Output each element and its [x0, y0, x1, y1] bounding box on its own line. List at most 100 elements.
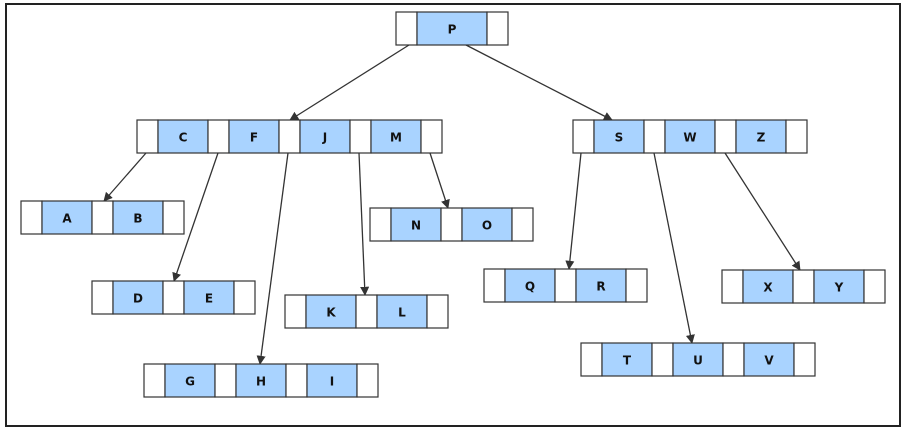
key-cell [416, 11, 488, 46]
pointer-cell [162, 200, 185, 235]
key-cell [112, 280, 164, 315]
key-cell [376, 294, 428, 329]
key-label: D [133, 292, 143, 306]
key-cell [235, 363, 287, 398]
pointer-cell [278, 119, 301, 154]
edge-swz-to-tuv [653, 152, 695, 344]
pointer-cell [511, 207, 534, 242]
pointer-cell [285, 363, 308, 398]
key-cell [305, 294, 357, 329]
pointer-cell [440, 207, 463, 242]
pointer-cell [572, 119, 595, 154]
pointer-cell [355, 294, 378, 329]
pointer-cell [136, 119, 159, 154]
key-label: R [596, 280, 605, 294]
pointer-cell [625, 268, 648, 303]
edge-cfjm-to-ghi [256, 152, 289, 365]
pointer-cell [426, 294, 449, 329]
key-label: F [250, 131, 258, 145]
key-label: U [693, 354, 703, 368]
key-cell [735, 119, 787, 154]
key-label: M [390, 131, 402, 145]
edge-root-to-cfjm [289, 44, 410, 121]
key-label: X [763, 281, 773, 295]
pointer-cell [214, 363, 237, 398]
pointer-cell [349, 119, 372, 154]
key-cell [41, 200, 93, 235]
key-cell [390, 207, 442, 242]
key-label: Q [525, 280, 535, 294]
pointer-cell [651, 342, 674, 377]
pointer-cell [486, 11, 509, 46]
edges-layer [103, 44, 801, 365]
key-cell [306, 363, 358, 398]
key-label: Y [834, 281, 844, 295]
pointer-cell [143, 363, 166, 398]
pointer-cell [20, 200, 43, 235]
key-cell [601, 342, 653, 377]
key-label: A [62, 212, 72, 226]
pointer-cell [792, 269, 815, 304]
key-label: E [205, 292, 213, 306]
key-cell [593, 119, 645, 154]
pointer-cell [395, 11, 418, 46]
edge-root-to-swz [465, 44, 613, 121]
key-label: S [615, 131, 624, 145]
key-label: C [179, 131, 188, 145]
edge-cfjm-to-no [429, 152, 450, 209]
key-label: H [256, 375, 266, 389]
key-label: L [398, 306, 406, 320]
pointer-cell [91, 280, 114, 315]
pointer-cell [483, 268, 506, 303]
key-cell [575, 268, 627, 303]
key-label: J [322, 131, 327, 145]
pointer-cell [722, 342, 745, 377]
key-label: I [330, 375, 334, 389]
key-cell [672, 342, 724, 377]
key-label: P [448, 23, 457, 37]
key-label: B [133, 212, 142, 226]
key-cell [504, 268, 556, 303]
pointer-cell [284, 294, 307, 329]
pointer-cell [420, 119, 443, 154]
pointer-cell [356, 363, 379, 398]
pointer-cell [207, 119, 230, 154]
key-cell [299, 119, 351, 154]
edge-swz-to-xy [724, 152, 801, 271]
key-cell [664, 119, 716, 154]
pointer-cell [793, 342, 816, 377]
pointer-cell [863, 269, 886, 304]
pointer-cell [643, 119, 666, 154]
key-cell [164, 363, 216, 398]
pointer-cell [554, 268, 577, 303]
pointer-cell [785, 119, 808, 154]
edge-cfjm-to-ab [103, 152, 147, 202]
btree-node-root: P [395, 11, 509, 46]
key-label: N [411, 219, 421, 233]
pointer-cell [714, 119, 737, 154]
key-label: V [764, 354, 774, 368]
key-cell [228, 119, 280, 154]
pointer-cell [369, 207, 392, 242]
key-label: Z [757, 131, 766, 145]
pointer-cell [721, 269, 744, 304]
key-label: W [683, 131, 696, 145]
edge-swz-to-qr [565, 152, 582, 270]
pointer-cell [580, 342, 603, 377]
pointer-cell [162, 280, 185, 315]
diagram-frame [5, 3, 901, 427]
key-label: O [482, 219, 492, 233]
key-cell [742, 269, 794, 304]
edge-cfjm-to-de [172, 152, 219, 282]
